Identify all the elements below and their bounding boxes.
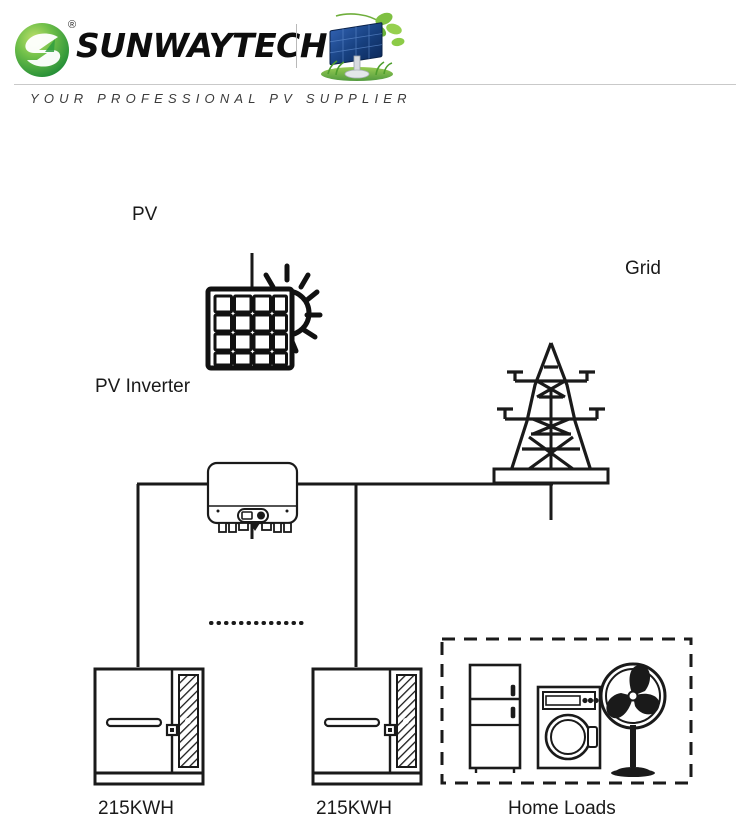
- battery-cabinet-1-node[interactable]: [93, 667, 205, 787]
- registered-trademark-icon: ®: [68, 19, 77, 31]
- pv-label: PV: [132, 204, 158, 225]
- battery-cabinet-icon: [93, 667, 205, 786]
- brand-tagline: YOUR PROFESSIONAL PV SUPPLIER: [30, 91, 412, 106]
- home-loads-label: Home Loads: [508, 798, 616, 819]
- battery-cabinet-icon: [311, 667, 423, 786]
- grid-label: Grid: [625, 258, 661, 279]
- pedestal-fan-icon: [599, 662, 667, 777]
- sunwaytech-logo-icon: [14, 22, 70, 78]
- pv-inverter-label: PV Inverter: [95, 376, 191, 397]
- brand-wordmark: SUNWAYTECH: [76, 26, 327, 65]
- brand-header: ® SUNWAYTECH: [0, 0, 750, 118]
- battery-cabinet-2-node[interactable]: [311, 667, 423, 787]
- grid-node[interactable]: [487, 339, 615, 486]
- battery-cabinet-1-label: 215KWH: [98, 798, 175, 819]
- solar-panel-sun-icon: [205, 263, 323, 371]
- washing-machine-icon: [536, 685, 602, 770]
- header-rule: [14, 84, 736, 85]
- solar-panel-photo-icon: [310, 12, 405, 82]
- battery-cabinet-2-label: 215KWH: [316, 798, 393, 819]
- pv-inverter-node[interactable]: [205, 461, 300, 539]
- system-diagram: PV PV Inverter: [0, 118, 750, 819]
- home-loads-node[interactable]: [440, 637, 693, 785]
- refrigerator-icon: [468, 663, 522, 773]
- header-divider: [296, 24, 297, 68]
- transmission-tower-icon: [492, 342, 610, 485]
- inverter-icon: [206, 461, 299, 533]
- home-appliances-group-icon: [440, 637, 693, 785]
- pv-panel-node[interactable]: [203, 263, 323, 371]
